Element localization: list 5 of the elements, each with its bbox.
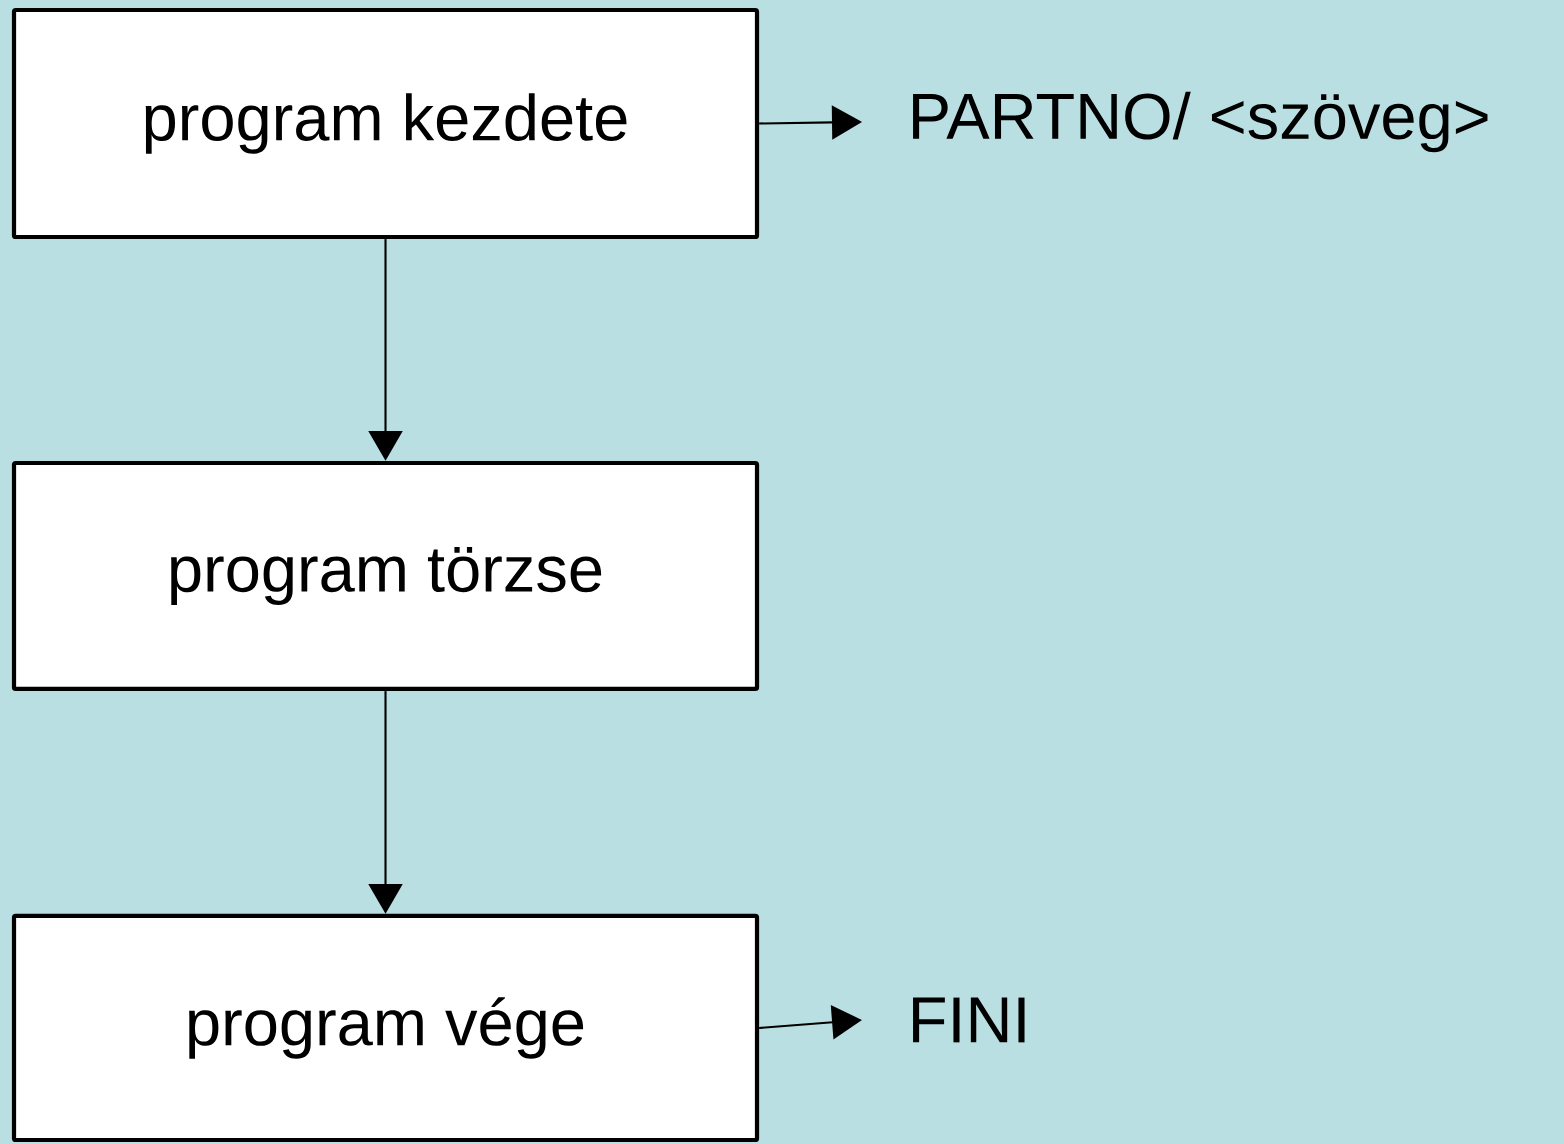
output-text: PARTNO/ <szöveg>	[913, 91, 1488, 153]
output-text: FINI	[913, 997, 1025, 1043]
process-box: program vége	[11, 913, 760, 1143]
process-box: program kezdete	[11, 7, 760, 240]
process-box: program törzse	[11, 460, 760, 692]
